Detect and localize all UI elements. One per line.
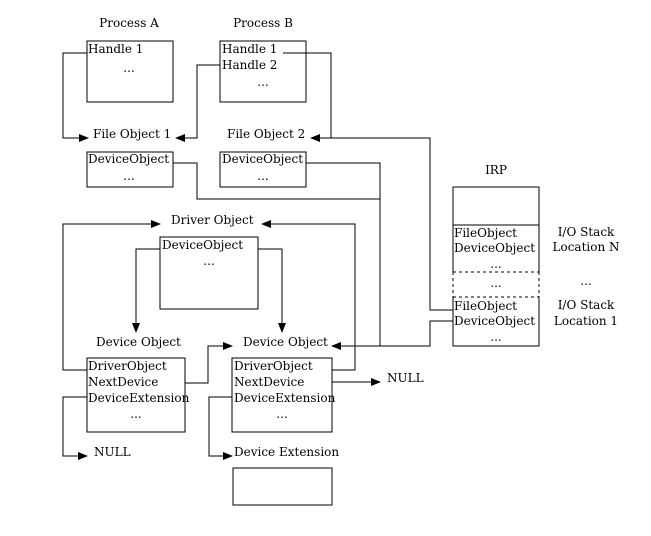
device-object-2-ellipsis: ... [276, 407, 287, 421]
io-stack-n-label-line1: I/O Stack [558, 225, 615, 239]
process-b: Process B Handle 1 Handle 2 ... [219, 16, 307, 103]
io-stack-1-label-line2: Location 1 [554, 314, 618, 328]
file-object-2-ellipsis: ... [257, 169, 268, 183]
io-stack-1-label-line1: I/O Stack [558, 298, 615, 312]
irp-title: IRP [485, 163, 507, 177]
line-file-object-1-device-object [173, 162, 381, 346]
null-label-2: NULL [387, 371, 424, 385]
file-object-1-ellipsis: ... [123, 169, 134, 183]
arrow-proc-b-handle-1-to-file-object-2 [283, 52, 332, 142]
arrow-irp-device-object-to-device-object-2 [331, 320, 453, 350]
device-extension-box [232, 467, 333, 506]
driver-object: Driver Object DeviceObject ... [159, 213, 259, 310]
process-b-box [219, 40, 307, 103]
arrow-driver-object-to-device-object-2 [258, 248, 286, 333]
device-object-1-title: Device Object [96, 335, 181, 349]
device-object-2-driver-object: DriverObject [234, 359, 313, 373]
process-b-ellipsis: ... [257, 75, 268, 89]
file-object-2-title: File Object 2 [227, 127, 305, 141]
arrow-device-object-1-to-driver-object [62, 220, 161, 371]
irp: IRP FileObject DeviceObject ... ... File… [452, 163, 620, 347]
arrow-device-object-2-to-driver-object [261, 220, 356, 371]
device-object-2-box [231, 357, 333, 433]
process-a-title: Process A [99, 16, 159, 30]
device-object-2-next-device: NextDevice [234, 375, 304, 389]
process-a-box [86, 40, 174, 103]
device-object-2-title: Device Object [243, 335, 328, 349]
driver-object-box [159, 236, 259, 310]
device-object-1: Device Object DriverObject NextDevice De… [86, 335, 190, 433]
irp-location-n-file-object: FileObject [454, 226, 517, 240]
irp-location-n-ellipsis: ... [490, 257, 501, 271]
file-object-2-box [219, 151, 307, 188]
io-stack-dots-label: ... [580, 274, 591, 288]
file-object-2: File Object 2 DeviceObject ... [219, 127, 307, 188]
connectors [62, 52, 453, 460]
arrow-device-object-2-extension-to-device-extension [208, 396, 233, 460]
arrow-driver-object-to-device-object-1 [132, 248, 160, 333]
file-object-1: File Object 1 DeviceObject ... [86, 127, 174, 188]
process-b-handle-1: Handle 1 [222, 42, 277, 56]
file-object-1-title: File Object 1 [93, 127, 171, 141]
device-extension-title: Device Extension [234, 445, 339, 459]
irp-middle-ellipsis: ... [490, 276, 501, 290]
irp-location-1-file-object: FileObject [454, 299, 517, 313]
process-a: Process A Handle 1 ... [86, 16, 174, 103]
file-object-2-device-object: DeviceObject [222, 152, 303, 166]
device-object-1-box [86, 357, 186, 433]
irp-location-1-device-object: DeviceObject [454, 314, 535, 328]
line-file-object-2-device-object [306, 162, 381, 199]
irp-header-box [452, 186, 540, 226]
irp-middle-sides [452, 272, 540, 297]
driver-object-ellipsis: ... [203, 254, 214, 268]
irp-location-1-ellipsis: ... [490, 330, 501, 344]
device-object-1-device-extension: DeviceExtension [88, 391, 190, 405]
driver-object-device-object: DeviceObject [162, 238, 243, 252]
device-object-2: Device Object DriverObject NextDevice De… [231, 335, 336, 433]
device-object-1-next-device: NextDevice [88, 375, 158, 389]
driver-object-title: Driver Object [171, 213, 254, 227]
arrow-device-object-1-next-to-device-object-2 [185, 342, 233, 384]
device-object-1-ellipsis: ... [130, 407, 141, 421]
irp-location-n-box [452, 225, 540, 272]
process-a-handle-1: Handle 1 [88, 42, 143, 56]
device-extension: Device Extension [232, 445, 339, 506]
process-a-ellipsis: ... [123, 61, 134, 75]
process-b-handle-2: Handle 2 [222, 58, 277, 72]
file-object-1-box [86, 151, 174, 188]
device-object-2-device-extension: DeviceExtension [234, 391, 336, 405]
irp-location-n-device-object: DeviceObject [454, 241, 535, 255]
io-stack-n-label-line2: Location N [553, 240, 620, 254]
arrow-irp-file-object-to-file-object-2 [331, 137, 453, 311]
null-label-1: NULL [94, 445, 131, 459]
process-b-title: Process B [233, 16, 293, 30]
arrow-proc-b-handle-2-to-file-object-1 [175, 64, 220, 142]
arrow-device-object-1-extension-to-null [62, 396, 88, 460]
arrow-proc-a-handle-to-file-object-1 [62, 52, 89, 142]
device-object-1-driver-object: DriverObject [88, 359, 167, 373]
file-object-1-device-object: DeviceObject [88, 152, 169, 166]
